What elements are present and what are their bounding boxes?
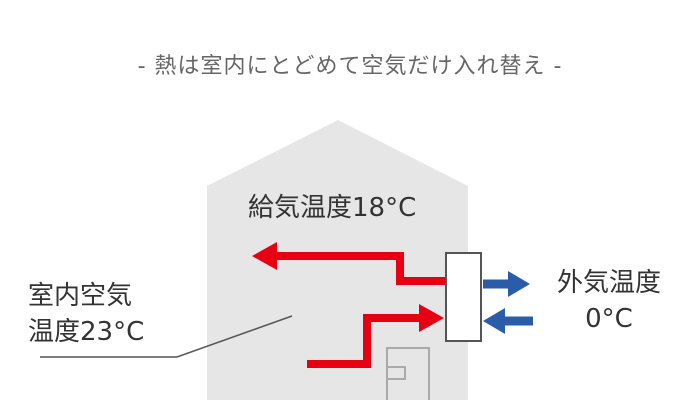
exhaust-air-arrow-head (419, 304, 444, 332)
supply-air-arrow-line (275, 252, 446, 285)
door-handle (386, 366, 406, 380)
indoor-air-temp-label: 室内空気 温度23°C (28, 278, 144, 350)
outdoor-label-line1: 外気温度 (556, 268, 661, 298)
heat-exchanger-unit (445, 252, 482, 342)
indoor-label-leader (40, 315, 293, 358)
indoor-label-line2: 温度23°C (28, 317, 145, 347)
outgoing-air-arrow-head (508, 271, 530, 297)
exhaust-air-arrow-line (307, 314, 422, 368)
indoor-label-line1: 室内空気 (28, 281, 133, 311)
supply-air-arrow-head (252, 242, 277, 270)
diagram-title: - 熱は室内にとどめて空気だけ入れ替え - (137, 54, 563, 79)
supply-air-temp-label: 給気温度18°C (248, 193, 417, 223)
outdoor-label-line2: 0°C (585, 304, 633, 334)
incoming-air-arrow-head (483, 308, 505, 334)
outdoor-air-temp-label: 外気温度 0°C (544, 265, 674, 337)
